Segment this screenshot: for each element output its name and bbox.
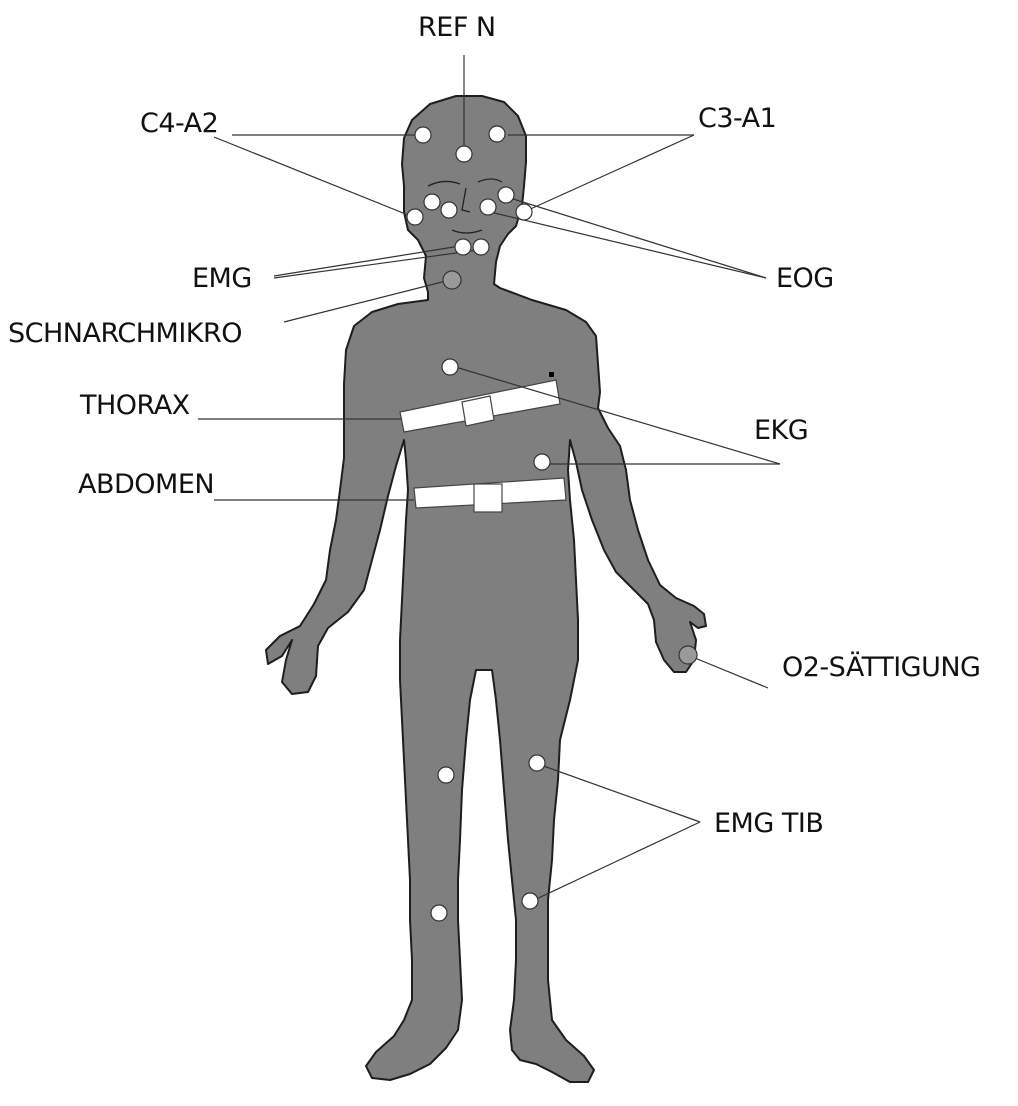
label-abdomen: ABDOMEN <box>78 469 214 500</box>
label-thorax: THORAX <box>79 390 190 421</box>
label-emg: EMG <box>192 263 252 294</box>
sensor-eog-left-upper <box>424 194 440 210</box>
sensor-emg-left <box>455 239 471 255</box>
sensor-emg-tib-right-lower <box>431 905 447 921</box>
label-c3-a1: C3-A1 <box>698 103 776 134</box>
label-c4-a2: C4-A2 <box>140 108 218 139</box>
leader-emg-tib-top <box>538 764 700 822</box>
thorax-buckle <box>462 396 494 426</box>
leader-eog-bottom <box>490 212 766 278</box>
sensor-emg-tib-left-upper <box>529 755 545 771</box>
label-schnarchmikro: SCHNARCHMIKRO <box>8 318 242 349</box>
sensor-c4 <box>415 127 431 143</box>
sensor-a2 <box>407 209 423 225</box>
sensor-c3 <box>489 126 505 142</box>
label-ekg: EKG <box>754 415 808 446</box>
sensor-emg-tib-left-lower <box>522 893 538 909</box>
abdomen-buckle <box>474 484 502 512</box>
label-ref-n: REF N <box>418 12 496 43</box>
sensor-o2 <box>679 646 697 664</box>
label-o2-saettigung: O2-SÄTTIGUNG <box>782 651 980 683</box>
label-emg-tib: EMG TIB <box>714 808 823 839</box>
sensor-eog-left <box>441 202 457 218</box>
sensor-ekg-bottom <box>534 454 550 470</box>
sensor-ekg-top <box>442 359 458 375</box>
thorax-marker <box>549 372 554 377</box>
sensor-schnarchmikro <box>443 271 461 289</box>
sensor-eog-right <box>480 199 496 215</box>
leader-eog-top <box>510 198 766 278</box>
leader-c4-a2-bottom <box>214 137 413 217</box>
sensor-ref-n <box>456 146 472 162</box>
sensor-emg-right <box>473 239 489 255</box>
leader-c3-a1-bottom <box>526 135 694 211</box>
label-eog: EOG <box>776 263 834 294</box>
sensor-a1 <box>516 204 532 220</box>
leader-o2 <box>690 656 768 688</box>
sensor-eog-right-upper <box>498 187 514 203</box>
sensor-emg-tib-right-upper <box>438 767 454 783</box>
leader-emg-tib-bottom <box>530 822 700 902</box>
